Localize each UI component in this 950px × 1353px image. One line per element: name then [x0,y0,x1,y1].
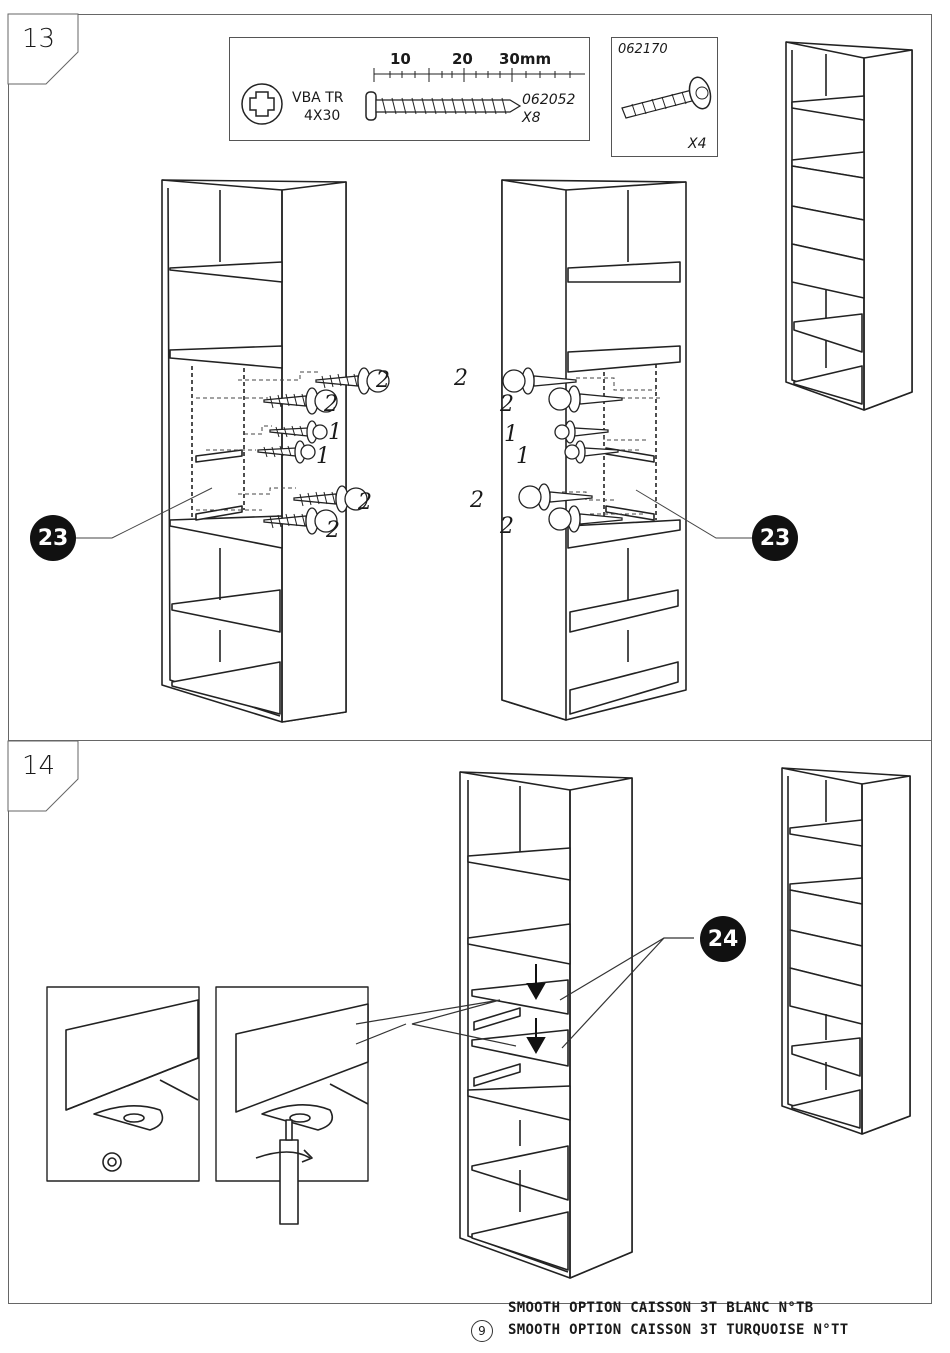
screw-count-left-4: 1 [316,444,330,469]
screw-a-code: 062052 [522,92,576,108]
screw-count-right-4: 1 [516,444,530,469]
step-tab-shape-14 [7,740,79,812]
hardware-box-screw-a: 10 20 30mm VBA TR 4X30 062052 X8 [229,37,590,141]
screw-count-left-3: 1 [328,420,342,445]
screw-count-right-3: 1 [504,422,518,447]
screw-count-left-6: 2 [326,518,340,543]
screw-a-size: 4X30 [304,108,341,124]
screw-b-drawing [621,76,712,119]
page-number: 9 [471,1320,493,1342]
screw-count-right-2: 2 [500,392,514,417]
product-line-1: SMOOTH OPTION CAISSON 3T BLANC N°TB [508,1300,814,1316]
screw-b-code: 062170 [618,42,668,57]
step-13-illustration [76,41,913,723]
ruler-label-10: 10 [390,50,411,68]
callout-23-left: 23 [30,515,76,561]
step-tab-shape [7,13,79,85]
callout-24: 24 [700,916,746,962]
page-frame [8,14,932,1304]
product-line-2: SMOOTH OPTION CAISSON 3T TURQUOISE N°TT [508,1322,849,1338]
step-13-panel: 13 [7,13,932,741]
screw-count-left-2: 2 [324,392,338,417]
step-14-panel: 14 [7,740,932,1304]
step-14-number: 14 [22,751,56,781]
screw-a-qty: X8 [522,110,541,126]
hardware-box-screw-b: 062170 X4 [611,37,718,157]
screw-a-type: VBA TR [292,90,344,106]
step-13-number: 13 [22,24,56,54]
screw-count-left-5: 2 [358,490,372,515]
screw-count-right-6: 2 [500,514,514,539]
screw-count-right-1: 2 [454,366,468,391]
screw-count-left-1: 2 [376,368,390,393]
ruler-label-20: 20 [452,50,473,68]
screw-b-qty: X4 [688,136,707,152]
screw-a-drawing [241,68,585,125]
callout-23-right: 23 [752,515,798,561]
ruler-label-30mm: 30mm [499,50,552,68]
screw-count-right-5: 2 [470,488,484,513]
